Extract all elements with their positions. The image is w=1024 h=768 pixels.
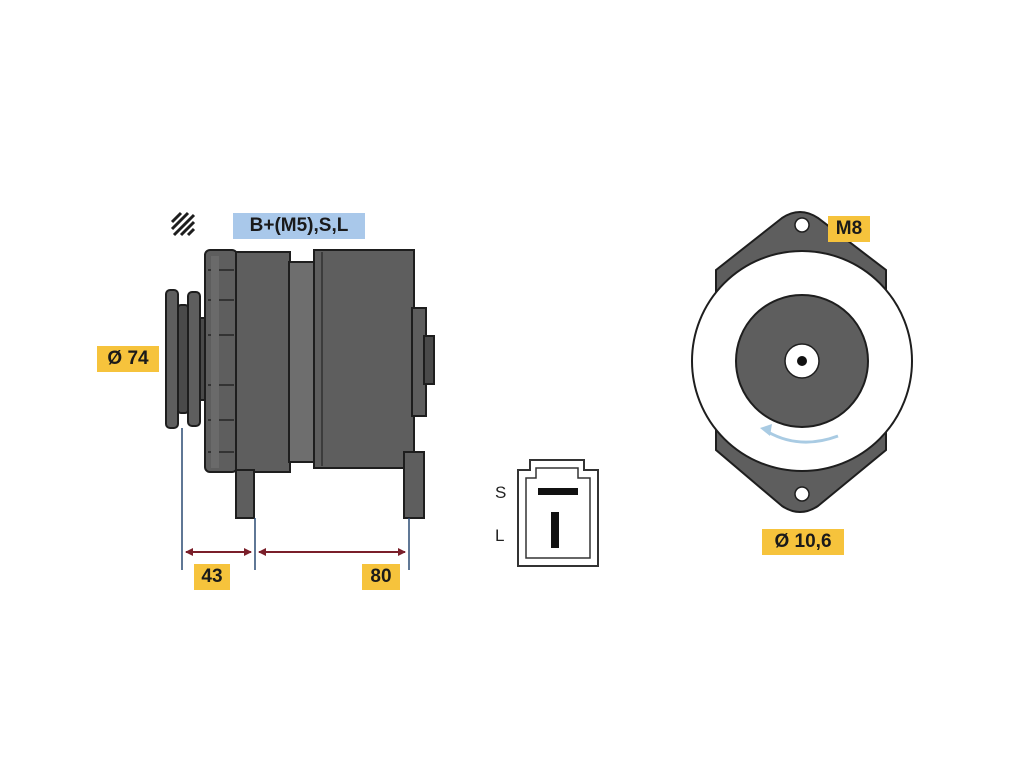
pin-l-label: L bbox=[495, 526, 505, 545]
dimension-43-label: 43 bbox=[194, 564, 230, 590]
rotation-arrow-icon bbox=[760, 424, 839, 444]
hatch-icon bbox=[170, 211, 196, 237]
front-fan bbox=[204, 249, 238, 473]
rear-housing bbox=[313, 249, 415, 469]
pulley-diameter-label: Ø 74 bbox=[97, 346, 159, 372]
mount-foot-right bbox=[403, 451, 425, 519]
stator bbox=[288, 261, 316, 463]
mount-hole-bottom bbox=[794, 486, 810, 502]
mount-hole-top bbox=[794, 217, 810, 233]
connector-plug bbox=[517, 459, 599, 567]
extension-lines bbox=[181, 428, 410, 570]
connector-pin-l bbox=[551, 512, 559, 548]
mount-foot-left bbox=[235, 469, 255, 519]
alternator-front-view bbox=[691, 211, 913, 513]
connector-pin-s bbox=[538, 488, 578, 495]
pulley bbox=[165, 289, 209, 429]
pin-s-label: S bbox=[495, 483, 507, 502]
mount-bolt-label: M8 bbox=[828, 216, 870, 242]
connection-label: B+(M5),S,L bbox=[233, 213, 365, 239]
alternator-side-view bbox=[165, 249, 435, 519]
front-housing bbox=[235, 251, 291, 473]
dimension-80-label: 80 bbox=[362, 564, 400, 590]
hole-diameter-label: Ø 10,6 bbox=[762, 529, 844, 555]
